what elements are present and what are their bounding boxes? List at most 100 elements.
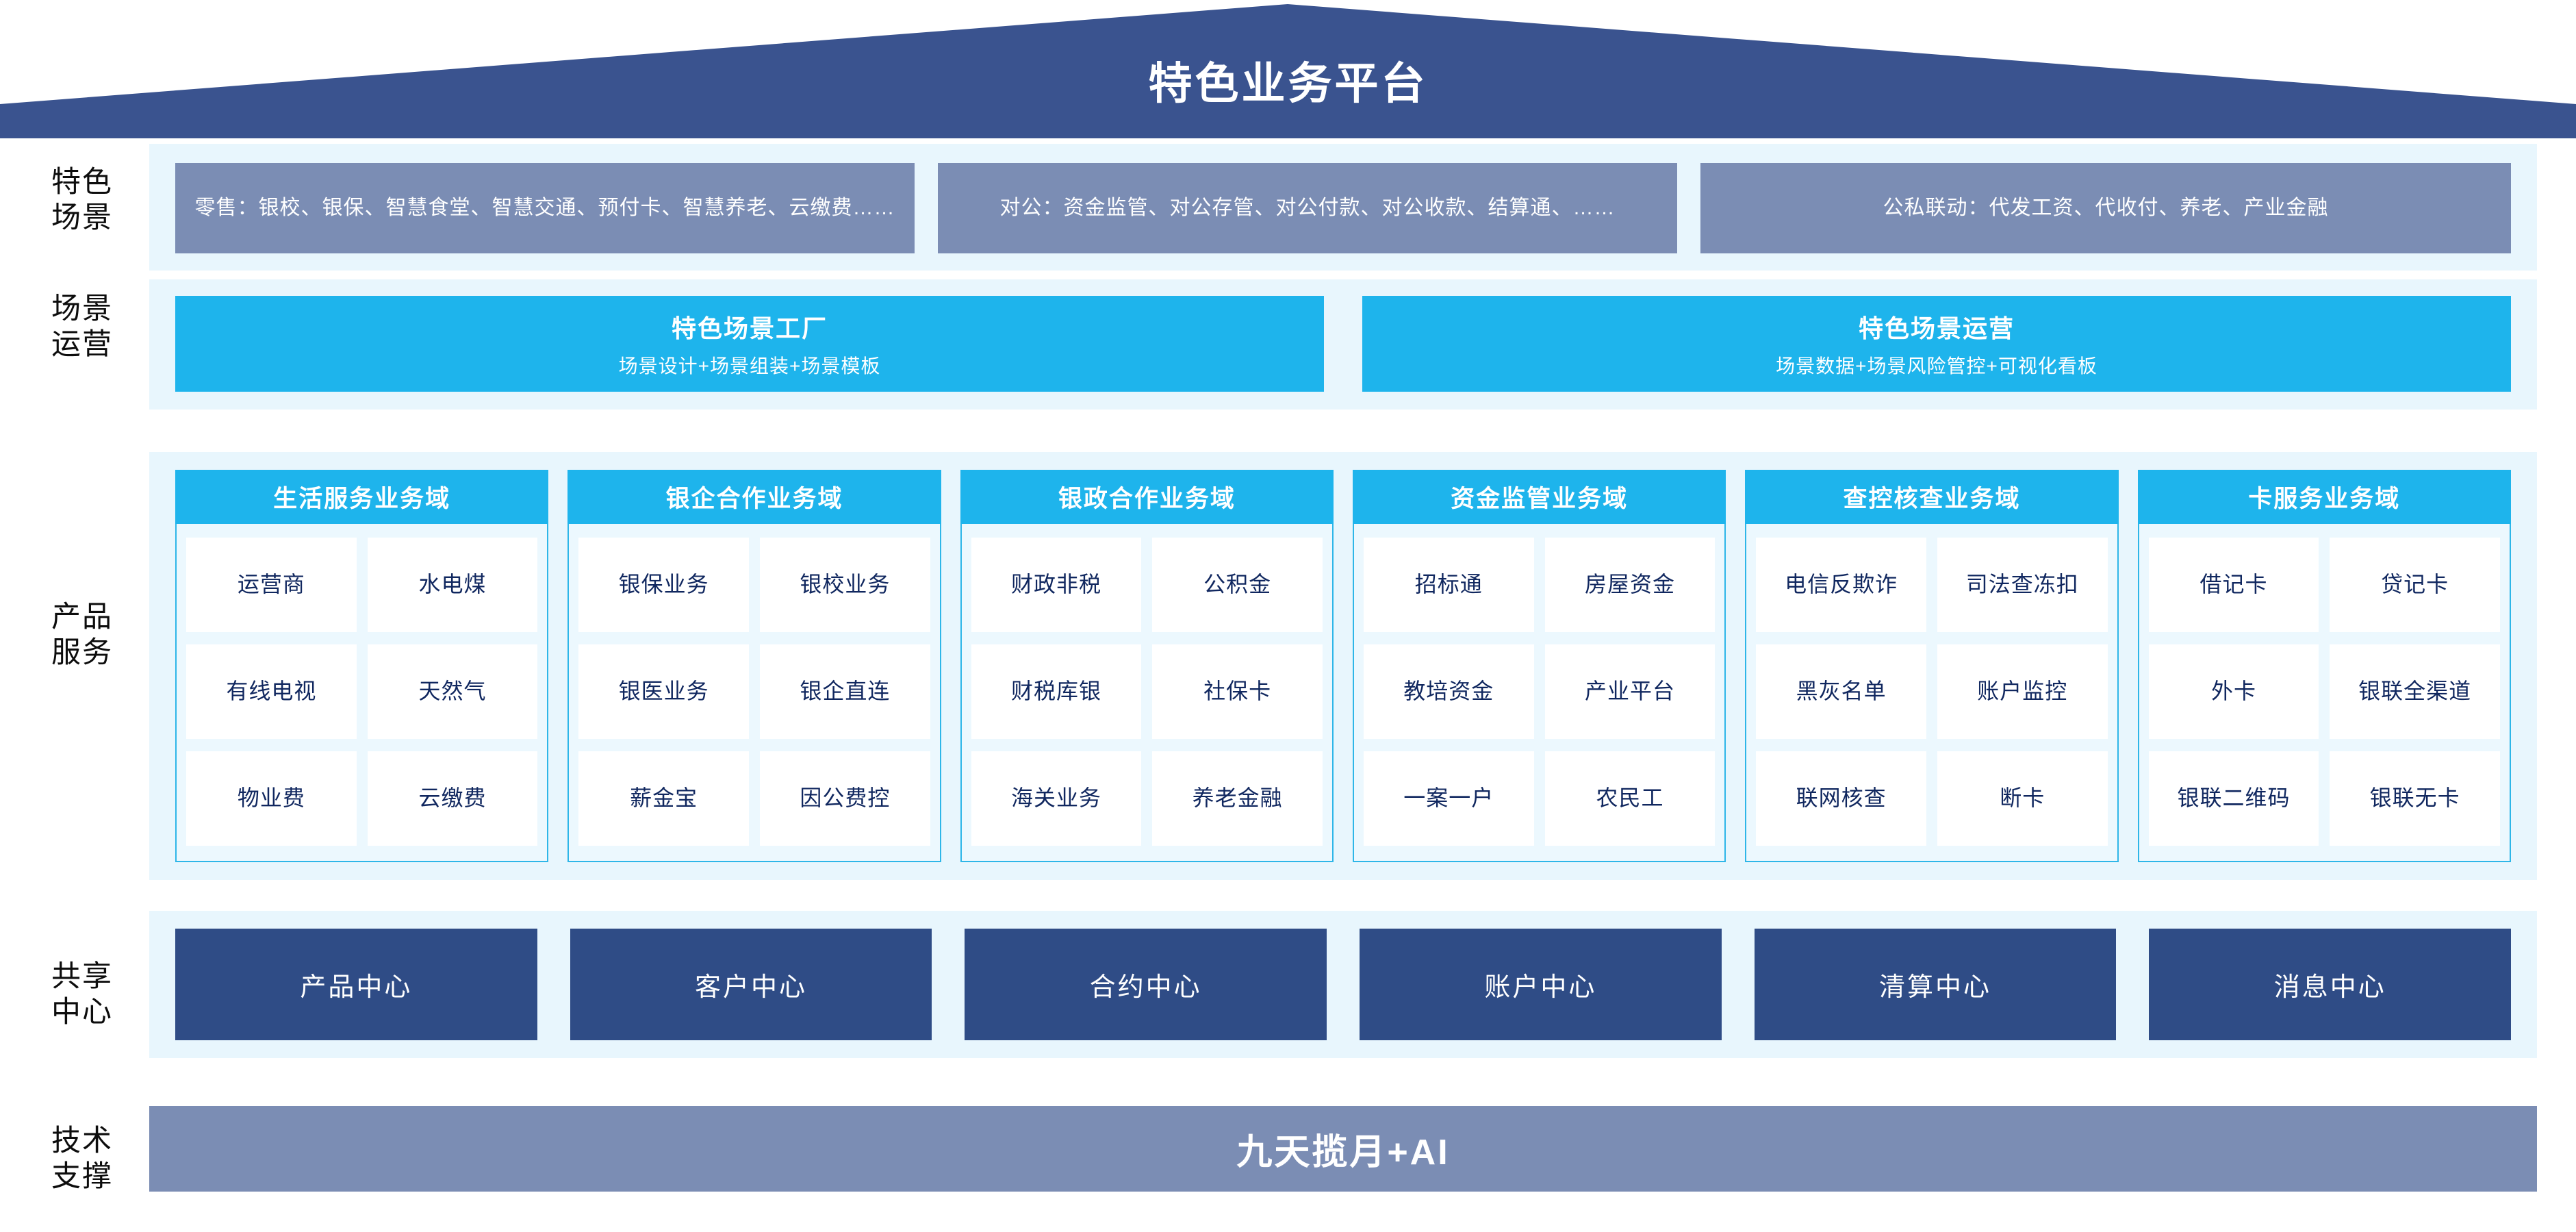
product-item-line: 财税库银	[1010, 679, 1101, 704]
row-label-products-line2: 服务	[51, 636, 113, 670]
product-item-line: 电信	[1785, 572, 1831, 597]
product-domain-grid: 招标通 房屋资金教培资金 产业平台一案一户农民工	[1354, 524, 1724, 861]
product-item[interactable]: 银校业务	[759, 538, 930, 632]
product-item-line: 外卡	[2210, 679, 2256, 704]
product-item[interactable]: 财政非税	[971, 538, 1142, 632]
product-item[interactable]: 房屋资金	[1544, 538, 1716, 632]
product-item-line: 断卡	[2000, 785, 2045, 811]
product-item[interactable]: 公积金	[1152, 538, 1323, 632]
product-domain-grid: 银保业务 银校业务银医业务银企直连薪金宝 因公费控	[569, 524, 939, 861]
operations-subtitle-scene-operation: 场景数据+场景风险管控+可视化看板	[1776, 355, 2097, 377]
shared-center-box[interactable]: 账户中心	[1360, 929, 1722, 1040]
product-item[interactable]: 物业费	[186, 751, 357, 846]
product-item-line: 银校业务	[800, 572, 891, 597]
product-item-line: 查冻扣	[2011, 572, 2079, 597]
product-item-line: 借记卡	[2199, 572, 2268, 597]
product-item[interactable]: 联网核查	[1756, 751, 1926, 846]
product-domain-grid: 借记卡贷记卡外卡银联全渠道银联二维码银联无卡	[2139, 524, 2510, 861]
product-item[interactable]: 银联全渠道	[2330, 644, 2500, 739]
product-item[interactable]: 运营商	[186, 538, 357, 632]
product-domain-title[interactable]: 银企合作业务域	[568, 470, 941, 524]
product-item-line: 全渠道	[2403, 679, 2472, 704]
product-item[interactable]: 黑灰名单	[1756, 644, 1926, 739]
tech-support-bar[interactable]: 九天揽月+AI	[149, 1106, 2537, 1192]
product-item[interactable]: 银保业务	[578, 538, 749, 632]
product-item-line: 社保卡	[1203, 679, 1272, 704]
scene-box-public-private[interactable]: 公私联动：代发工资、代收付、养老、产业金融	[1700, 163, 2511, 253]
product-item[interactable]: 产业平台	[1544, 644, 1716, 739]
product-item[interactable]: 银联二维码	[2148, 751, 2319, 846]
product-item[interactable]: 外卡	[2148, 644, 2319, 739]
product-item[interactable]: 天然气	[367, 644, 538, 739]
product-item[interactable]: 银联无卡	[2330, 751, 2500, 846]
product-domain-title[interactable]: 资金监管业务域	[1352, 470, 1726, 524]
product-item-line: 房屋资金	[1584, 572, 1675, 597]
operations-band: 特色场景工厂 场景设计+场景组装+场景模板 特色场景运营 场景数据+场景风险管控…	[149, 279, 2537, 410]
row-label-scenes-line1: 特色	[51, 166, 113, 199]
shared-center-box[interactable]: 合约中心	[965, 929, 1327, 1040]
operations-box-scene-factory[interactable]: 特色场景工厂 场景设计+场景组装+场景模板	[175, 296, 1324, 392]
operations-title-scene-factory: 特色场景工厂	[671, 314, 828, 342]
product-item[interactable]: 养老金融	[1152, 751, 1323, 846]
product-domain-title[interactable]: 查控核查业务域	[1745, 470, 2119, 524]
product-domain-title[interactable]: 卡服务业务域	[2137, 470, 2511, 524]
shared-center-box[interactable]: 产品中心	[175, 929, 537, 1040]
product-item[interactable]: 账户监控	[1937, 644, 2108, 739]
products-band: 生活服务业务域运营商水电煤有线电视 天然气物业费 云缴费 银企合作业务域银保业务 银校业…	[149, 452, 2537, 880]
operations-box-scene-operation[interactable]: 特色场景运营 场景数据+场景风险管控+可视化看板	[1362, 296, 2511, 392]
product-item[interactable]: 电信反欺诈	[1756, 538, 1926, 632]
product-item[interactable]: 借记卡	[2148, 538, 2319, 632]
product-item[interactable]: 云缴费	[367, 751, 538, 846]
product-item[interactable]: 教培资金	[1363, 644, 1534, 739]
product-item-line: 联网核查	[1796, 785, 1887, 811]
product-item-line: 二维码	[2222, 785, 2291, 811]
product-item[interactable]: 银企直连	[759, 644, 930, 739]
product-domain-list: 生活服务业务域运营商水电煤有线电视 天然气物业费 云缴费 银企合作业务域银保业务 银校业…	[175, 470, 2511, 862]
product-item-line: 海关业务	[1010, 785, 1101, 811]
product-item[interactable]: 社保卡	[1152, 644, 1323, 739]
product-domain-column: 资金监管业务域招标通 房屋资金教培资金 产业平台一案一户农民工	[1352, 470, 1726, 862]
product-item-line: 薪金宝	[630, 785, 698, 811]
row-label-operations: 场景 运营	[21, 291, 144, 363]
shared-center-box[interactable]: 消息中心	[2149, 929, 2512, 1040]
scene-box-corporate[interactable]: 对公：资金监管、对公存管、对公付款、对公收款、结算通、……	[938, 163, 1677, 253]
row-label-operations-line2: 运营	[51, 328, 113, 362]
product-item[interactable]: 薪金宝	[578, 751, 749, 846]
product-item[interactable]: 招标通	[1363, 538, 1534, 632]
product-item-line: 养老金融	[1192, 785, 1283, 811]
shared-centers-band: 产品中心客户中心合约中心账户中心清算中心消息中心	[149, 911, 2537, 1058]
product-item[interactable]: 农民工	[1544, 751, 1716, 846]
product-item-line: 公积金	[1203, 572, 1272, 597]
product-item[interactable]: 财税库银	[971, 644, 1142, 739]
scene-box-retail[interactable]: 零售：银校、银保、智慧食堂、智慧交通、预付卡、智慧养老、云缴费……	[175, 163, 915, 253]
operations-list: 特色场景工厂 场景设计+场景组装+场景模板 特色场景运营 场景数据+场景风险管控…	[175, 296, 2511, 392]
product-domain-column: 银企合作业务域银保业务 银校业务银医业务银企直连薪金宝 因公费控	[568, 470, 941, 862]
product-item[interactable]: 贷记卡	[2330, 538, 2500, 632]
roof-shape-icon	[0, 4, 2576, 138]
product-item[interactable]: 银医业务	[578, 644, 749, 739]
product-item-line: 天然气	[418, 679, 487, 704]
scenes-band: 零售：银校、银保、智慧食堂、智慧交通、预付卡、智慧养老、云缴费…… 对公：资金监…	[149, 144, 2537, 271]
product-domain-title[interactable]: 生活服务业务域	[175, 470, 549, 524]
product-item[interactable]: 一案一户	[1363, 751, 1534, 846]
product-item-line: 银联无卡	[2369, 785, 2460, 811]
product-item-line: 因公费控	[800, 785, 891, 811]
product-item[interactable]: 海关业务	[971, 751, 1142, 846]
product-item[interactable]: 因公费控	[759, 751, 930, 846]
operations-subtitle-scene-factory: 场景设计+场景组装+场景模板	[618, 355, 881, 377]
shared-center-box[interactable]: 客户中心	[570, 929, 932, 1040]
product-domain-title[interactable]: 银政合作业务域	[960, 470, 1334, 524]
product-item-line: 银保业务	[618, 572, 709, 597]
product-item-line: 银联	[2177, 785, 2223, 811]
row-label-scenes-line2: 场景	[51, 201, 113, 235]
product-item-line: 有线电视	[226, 679, 317, 704]
row-label-shared-centers-line1: 共享	[51, 960, 113, 993]
product-item[interactable]: 有线电视	[186, 644, 357, 739]
operations-title-scene-operation: 特色场景运营	[1858, 314, 2015, 342]
shared-center-box[interactable]: 清算中心	[1754, 929, 2117, 1040]
product-item[interactable]: 断卡	[1937, 751, 2108, 846]
product-item[interactable]: 司法查冻扣	[1937, 538, 2108, 632]
product-item-line: 物业费	[237, 785, 305, 811]
product-item[interactable]: 水电煤	[367, 538, 538, 632]
product-item-line: 教培资金	[1403, 679, 1494, 704]
